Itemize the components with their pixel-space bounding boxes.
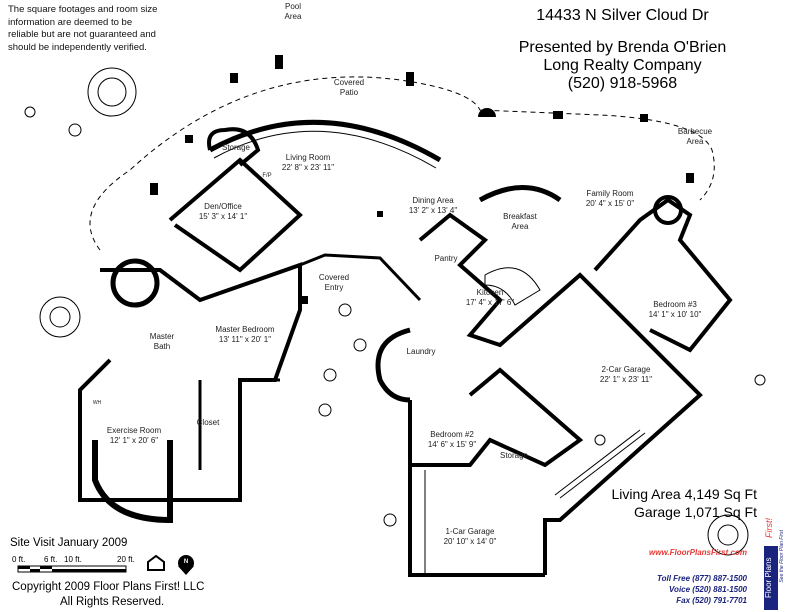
disclaimer: The square footages and room size inform… — [8, 4, 157, 54]
tree — [87, 67, 137, 117]
exercise-room-curve — [92, 440, 173, 524]
phone: (520) 918-5968 — [567, 75, 678, 92]
north-arrow-icon — [178, 555, 194, 575]
living-room-curved-wall — [208, 119, 442, 163]
scale-label: 20 ft. — [117, 555, 135, 564]
master-wing-walls — [78, 262, 302, 502]
label-fireplace: F/P — [262, 173, 272, 179]
disclaimer-line: information are deemed to be — [8, 16, 133, 28]
covered-entry-walls — [299, 253, 422, 302]
garage-sqft: Garage 1,071 Sq Ft — [634, 504, 757, 520]
floor-plans-first-logo: Floor Plans First! See the Floor Plan Fi… — [764, 518, 790, 610]
tree — [39, 296, 81, 338]
disclaimer-line: reliable but are not guaranteed and — [8, 29, 156, 40]
logo-tagline: See the Floor Plan First — [779, 530, 785, 583]
company: Long Realty Company — [543, 57, 702, 74]
laundry-curve — [375, 327, 411, 403]
disclaimer-line: The square footages and room size — [8, 4, 158, 15]
label-pantry: Pantry — [434, 254, 458, 263]
equal-housing-icon — [147, 554, 165, 571]
north-label: N — [183, 559, 189, 565]
kitchen-walls — [418, 212, 542, 348]
website-link[interactable]: www.FloorPlansFirst.com — [649, 548, 747, 557]
fax-number: Fax (520) 791-7701 — [676, 596, 747, 605]
living-area-sqft: Living Area 4,149 Sq Ft — [611, 486, 757, 502]
disclaimer-line: should be independently verified. — [8, 41, 147, 53]
scale-label: 10 ft. — [64, 555, 82, 564]
logo-first: First! — [764, 518, 774, 538]
kitchen-island — [484, 267, 541, 306]
patio-boundary — [89, 76, 715, 251]
address-title: 14433 N Silver Cloud Dr — [536, 7, 709, 24]
toll-free-phone: Toll Free (877) 887-1500 — [657, 574, 747, 583]
scale-label: 6 ft. — [44, 555, 58, 564]
one-car-garage-walls — [408, 465, 545, 577]
scale-bar — [17, 565, 127, 573]
storage-walls — [207, 127, 261, 167]
label-storage-2: Storage — [499, 451, 529, 460]
label-water-heater: WH — [92, 400, 102, 406]
label-storage: Storage — [221, 143, 251, 152]
family-room-walls — [593, 197, 733, 353]
copyright: Copyright 2009 Floor Plans First! LLC — [12, 581, 205, 593]
den-office-walls — [168, 157, 303, 273]
presented-by: Presented by Brenda O'Brien — [518, 39, 727, 56]
scale-label: 0 ft. — [12, 555, 26, 564]
all-rights-reserved: All Rights Reserved. — [60, 596, 165, 608]
voice-phone: Voice (520) 881-1500 — [669, 585, 747, 594]
tree — [707, 514, 749, 556]
bedroom2-walls — [408, 367, 584, 468]
breakfast-bay — [478, 185, 562, 203]
contact-info: Toll Free (877) 887-1500 Voice (520) 881… — [657, 573, 747, 606]
two-car-garage-walls — [538, 272, 703, 575]
label-laundry: Laundry — [406, 347, 436, 356]
logo-floor-plans: Floor Plans — [764, 546, 778, 610]
label-closet: Closet — [196, 418, 220, 427]
site-visit-date: Site Visit January 2009 — [10, 537, 128, 549]
